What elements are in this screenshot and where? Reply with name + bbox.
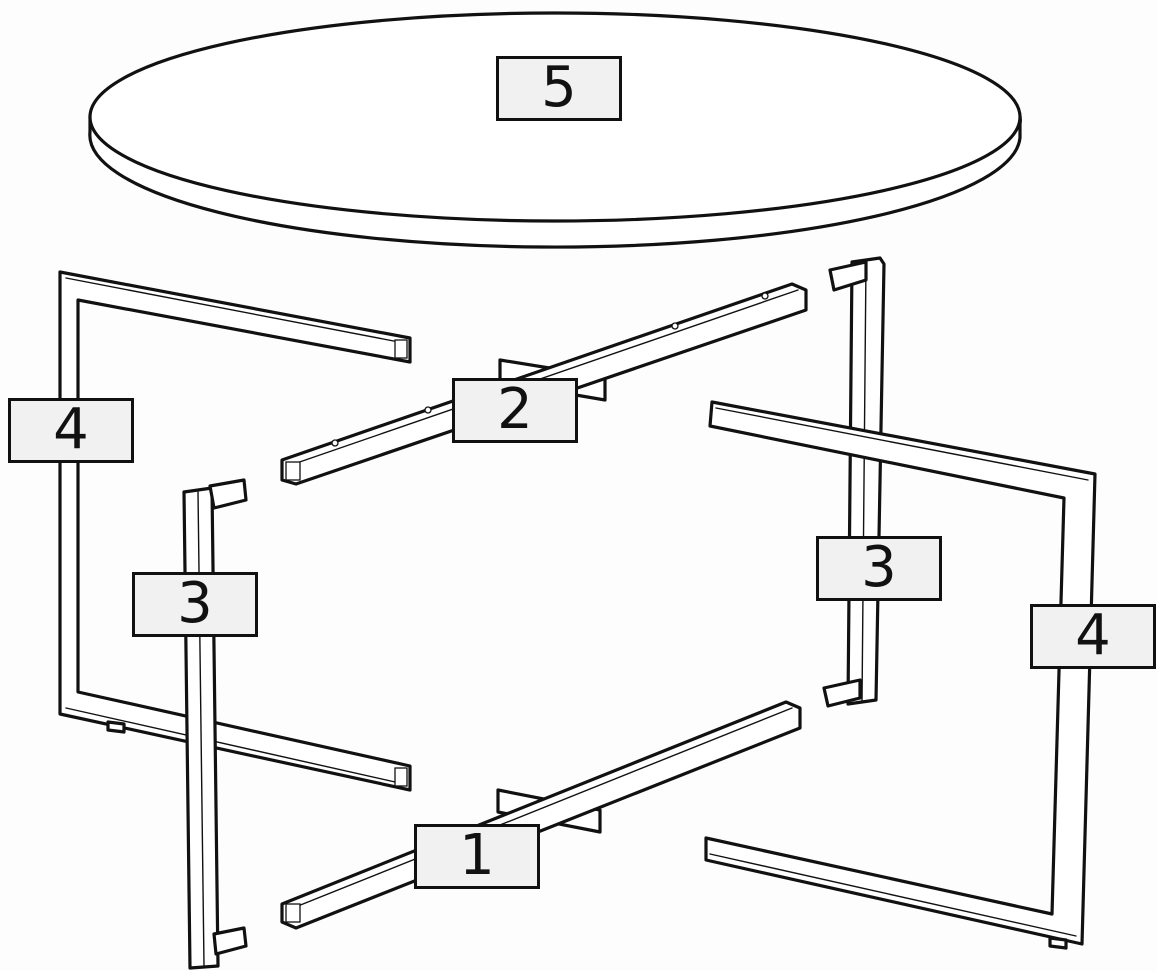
part-label-4-right: 4 <box>1030 604 1156 669</box>
part-label-5: 5 <box>496 56 622 121</box>
leg-left-part-3 <box>182 478 248 970</box>
part-label-4-left: 4 <box>8 398 134 463</box>
part-label-3-right: 3 <box>816 536 942 601</box>
leg-right-part-3 <box>822 256 886 708</box>
part-label-1: 1 <box>414 824 540 889</box>
part-label-2: 2 <box>452 378 578 443</box>
side-frame-right-part-4 <box>704 400 1097 950</box>
cross-rail-part-1 <box>280 700 802 930</box>
side-frame-left-part-4 <box>58 270 412 792</box>
part-label-3-left: 3 <box>132 572 258 637</box>
table-top-part-5 <box>88 11 1022 249</box>
